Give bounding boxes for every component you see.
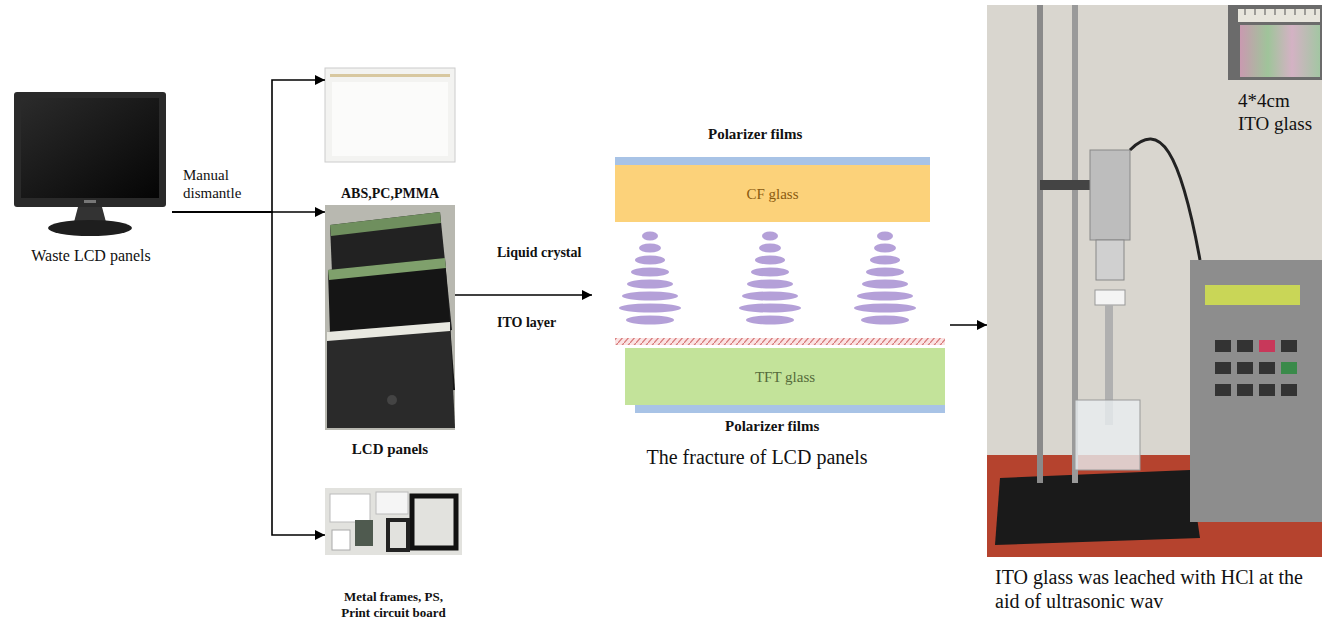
- key: [1281, 340, 1297, 352]
- inset-photo: [1228, 5, 1322, 80]
- label-anchor: Polarizer films: [725, 417, 865, 435]
- monitor-bezel: [14, 92, 166, 207]
- caption: Waste LCD panels: [6, 246, 176, 265]
- polarizer-film: [635, 405, 945, 413]
- key: [1259, 384, 1275, 396]
- key: [1281, 384, 1297, 396]
- key: [1237, 340, 1253, 352]
- key: [1259, 340, 1275, 352]
- image-node: LCD panels: [325, 205, 455, 430]
- liquid-crystal: [854, 232, 916, 325]
- caption: Metal frames, PS, Print circuit board: [331, 589, 456, 620]
- generator-screen: [1205, 285, 1300, 305]
- glass-layer-box: TFT glass: [625, 348, 945, 405]
- caption: LCD panels: [315, 440, 465, 458]
- box-label: CF glass: [746, 185, 798, 203]
- key: [1215, 362, 1231, 374]
- key: [1215, 384, 1231, 396]
- key: [1259, 362, 1275, 374]
- transducer: [1090, 150, 1130, 240]
- sheet-ground: [325, 68, 455, 162]
- metal-frame: [412, 496, 456, 548]
- photo-ground: [325, 488, 462, 555]
- paper: [332, 530, 350, 550]
- key: [1215, 340, 1231, 352]
- generator-box: [1190, 260, 1322, 522]
- label-anchor: ITO layer: [497, 315, 587, 332]
- monitor-logo: [84, 200, 96, 203]
- monitor-illustration: [14, 92, 166, 236]
- key: [1281, 362, 1297, 374]
- monitor-neck: [74, 207, 106, 222]
- arrow-connector: [950, 324, 987, 326]
- image-node: ABS,PC,PMMA: [325, 68, 455, 162]
- image-node: Metal frames, PS, Print circuit board: [325, 488, 462, 555]
- panel-board: [328, 258, 446, 280]
- photo-ground: [325, 205, 455, 430]
- glass-layer-box: CF glass: [615, 165, 930, 222]
- lcd-panels-photo: [325, 205, 455, 430]
- caption: The fracture of LCD panels: [607, 445, 907, 469]
- panel-mark: [387, 395, 397, 405]
- polarizer-film: [615, 157, 930, 165]
- box-label: TFT glass: [755, 368, 815, 386]
- circuit-board: [355, 520, 373, 546]
- photo-wall: [987, 5, 1322, 557]
- liquid-crystal: [739, 232, 801, 325]
- stand-rod: [1037, 5, 1043, 483]
- arrow-connector: [172, 80, 325, 212]
- caption: ITO glass was leached with HCl at the ai…: [995, 565, 1313, 613]
- arrow-connector: [172, 212, 325, 535]
- monitor-screen: [21, 98, 159, 198]
- part-label: 4*4cm ITO glass: [1238, 90, 1322, 136]
- caption: ABS,PC,PMMA: [315, 186, 465, 203]
- edge-label: Manual dismantle: [183, 166, 261, 202]
- key: [1237, 384, 1253, 396]
- plastic-sheet-photo: [325, 68, 455, 162]
- metal-frame: [388, 520, 408, 550]
- label-anchor: 4*4cm ITO glass: [1238, 90, 1322, 136]
- paper: [330, 494, 370, 522]
- key: [1237, 362, 1253, 374]
- collar: [1095, 290, 1125, 305]
- stand-base: [995, 470, 1200, 545]
- metal-frames-photo: [325, 488, 462, 555]
- arrow-connector: [455, 294, 592, 296]
- ito-layer: [615, 338, 945, 345]
- part-label: Polarizer films: [725, 417, 865, 435]
- panel-strip: [327, 322, 450, 341]
- horn: [1096, 240, 1124, 280]
- ultrasonic-photo: [987, 5, 1322, 557]
- cable: [1130, 139, 1200, 260]
- ito-glass-sample: [1240, 25, 1320, 77]
- beaker: [1075, 400, 1140, 470]
- edge-label-anchor: Manual dismantle: [183, 166, 261, 202]
- lcd-cross-section: [615, 157, 945, 413]
- part-label: Liquid crystal: [497, 245, 609, 262]
- panel: [327, 322, 455, 428]
- panel-board: [330, 212, 441, 236]
- ruler: [1238, 9, 1320, 22]
- sheet-face: [332, 82, 448, 156]
- paper: [376, 492, 408, 514]
- monitor-base: [48, 220, 132, 236]
- image-node: Waste LCD panels: [10, 88, 172, 238]
- ruler-ticks: [1245, 9, 1315, 15]
- label-anchor: Polarizer films: [708, 125, 848, 143]
- part-label: ITO layer: [497, 315, 587, 332]
- part-label: Polarizer films: [708, 125, 848, 143]
- photo-node: ITO glass was leached with HCl at the ai…: [987, 5, 1322, 557]
- label-anchor: Liquid crystal: [497, 245, 609, 262]
- sheet-edge: [330, 74, 450, 77]
- liquid-crystal: [619, 232, 681, 325]
